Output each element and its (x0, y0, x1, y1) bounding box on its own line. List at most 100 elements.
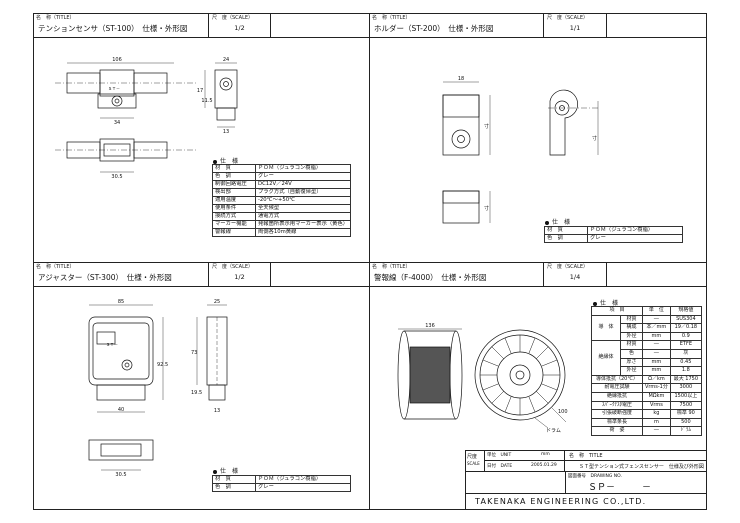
spec-key: 検出部 (212, 188, 256, 197)
scale-cell: 尺 度（SCALE） 1/2 (209, 13, 271, 37)
title-label: 名 称（TITLE） (36, 264, 75, 270)
panel-title-bar-st300: 名 称（TITLE） アジャスター（ST-300） 仕様・外形図 尺 度（SCA… (33, 262, 369, 287)
dim-label: 136 (425, 323, 435, 329)
item-cell: 標準条長 (591, 417, 643, 428)
table-row: マーカー機能発報箇所表示用マーカー表示（黄色） (212, 220, 352, 229)
spec-key: 色 調 (212, 483, 256, 492)
company-name: TAKENAKA ENGINEERING CO.,LTD. (475, 497, 647, 506)
table-row: 色 調グレー (544, 234, 683, 243)
title-cell: 名 称（TITLE） アジャスター（ST-300） 仕様・外形図 (33, 262, 209, 286)
spec-key: 色 調 (544, 234, 588, 243)
value-cell: ETFE (669, 340, 702, 350)
dim-label: 34 (114, 120, 120, 126)
unit-cell: Vrms (642, 400, 671, 411)
item-cell: 引張破断強度 (591, 409, 643, 419)
dim-label: 寸 (484, 205, 489, 212)
scale-label: 尺 度（SCALE） (212, 264, 254, 270)
st300-adjuster-views (88, 304, 228, 471)
item-cell: 材質 (620, 340, 643, 350)
table-row: 導 体材質―SUS304 (590, 314, 702, 342)
spec-key: 使用条件 (212, 204, 256, 213)
scale-label: 尺度 (467, 454, 478, 460)
dim-label: 寸 (484, 123, 489, 130)
blank-box (465, 472, 565, 494)
drum-label: ドラム (546, 428, 561, 434)
panel-title-bar-st100: 名 称（TITLE） テンションセンサ（ST-100） 仕様・外形図 尺 度（S… (33, 13, 369, 38)
value-cell: 1500以上 (669, 391, 702, 402)
spec-value: ＰＯＭ（ジュラコン樹脂） (255, 475, 351, 484)
panel-title: ホルダー（ST-200） 仕様・外形図 (374, 24, 494, 33)
spec-heading: 仕 様 (213, 156, 238, 165)
vertical-divider (369, 13, 370, 510)
spec-heading-text: 仕 様 (220, 468, 239, 475)
date-label: 日付 DATE (487, 464, 513, 469)
spec-value: グレー (255, 483, 351, 492)
scale-box: 尺度 SCALE (465, 450, 485, 472)
horizontal-divider (33, 262, 707, 263)
dim-label: 73 (191, 350, 197, 356)
scale-label: 尺 度（SCALE） (547, 264, 589, 270)
spec-heading: 仕 様 (213, 466, 238, 475)
dim-label: 24 (223, 57, 229, 63)
spec-heading-text: 仕 様 (220, 158, 239, 165)
unit-cell: ― (642, 340, 671, 350)
unit-cell: Vrms-1分 (642, 383, 671, 393)
value-cell: SUS304 (669, 314, 702, 325)
title-label: 名 称（TITLE） (36, 15, 75, 21)
unit-cell: Ω／km (642, 374, 671, 385)
drawing-no: ＳＰ－ － (588, 483, 652, 493)
date-box: 日付 DATE 2005.01.29 (485, 461, 565, 472)
dim-label: 30.5 (115, 472, 126, 478)
panel-title-bar-st200: 名 称（TITLE） ホルダー（ST-200） 仕様・外形図 尺 度（SCALE… (369, 13, 707, 38)
value-cell: 3000 (669, 383, 702, 393)
dim-label: 85 (118, 299, 124, 305)
value-cell: 最大 1750 (669, 374, 702, 385)
spec-value: ＰＯＭ（ジュラコン樹脂） (587, 226, 683, 235)
title-cell: 名 称（TITLE） ホルダー（ST-200） 仕様・外形図 (369, 13, 544, 37)
item-cell: 外径 (620, 366, 643, 376)
header-cell: 単 位 (642, 306, 671, 316)
table-row: 使用条件全天候型 (212, 204, 352, 213)
table-row: 適用温度-20℃～+50℃ (212, 196, 352, 205)
item-cell: 荷 姿 (591, 426, 643, 436)
table-row: 荷 姿―ﾄﾞﾗﾑ (591, 426, 702, 436)
dim-label: 17 (197, 88, 203, 94)
dim-label: 19.5 (191, 390, 202, 396)
value-cell: 7500 (669, 400, 702, 411)
item-cell: 材質 (620, 314, 643, 325)
unit-cell: 本／mm (642, 323, 671, 333)
drawing-name: ＳＴ型テンション式フェンスセンサー 仕様及び外形図 (579, 464, 704, 470)
f4000-drum-views (397, 328, 567, 429)
unit-cell: mm (642, 331, 671, 342)
dim-label: 25 (214, 299, 220, 305)
table-row: 色 調グレー (212, 172, 352, 181)
dim-label: 13 (223, 129, 229, 135)
spec-key: 材 質 (212, 164, 256, 173)
value-cell: ﾄﾞﾗﾑ (669, 426, 702, 436)
item-cell: 色 (620, 348, 643, 359)
item-cell: 導体抵抗（20℃） (591, 374, 643, 385)
name-box: ＳＴ型テンション式フェンスセンサー 仕様及び外形図 (565, 461, 707, 472)
dim-label: 40 (118, 407, 124, 413)
table-row: 色 調グレー (212, 483, 351, 492)
spec-key: 材 質 (544, 226, 588, 235)
header-cell: 項 目 (591, 306, 643, 316)
value-cell: 19／0.18 (669, 323, 702, 333)
spec-value: DC12V／24V (254, 180, 352, 189)
spec-key: 適用温度 (212, 196, 256, 205)
spec-value: 全天候型 (254, 204, 352, 213)
item-cell: ｽﾊﾟｰｸﾃｽﾀ電圧 (591, 400, 643, 411)
scale-label: 尺 度（SCALE） (212, 15, 254, 21)
st100-front-view (55, 62, 238, 173)
spec-key: 警報線 (212, 228, 256, 237)
dim-label: 寸 (592, 135, 597, 142)
scale-cell: 尺 度（SCALE） 1/2 (209, 262, 271, 286)
dim-label: 92.5 (157, 362, 168, 368)
